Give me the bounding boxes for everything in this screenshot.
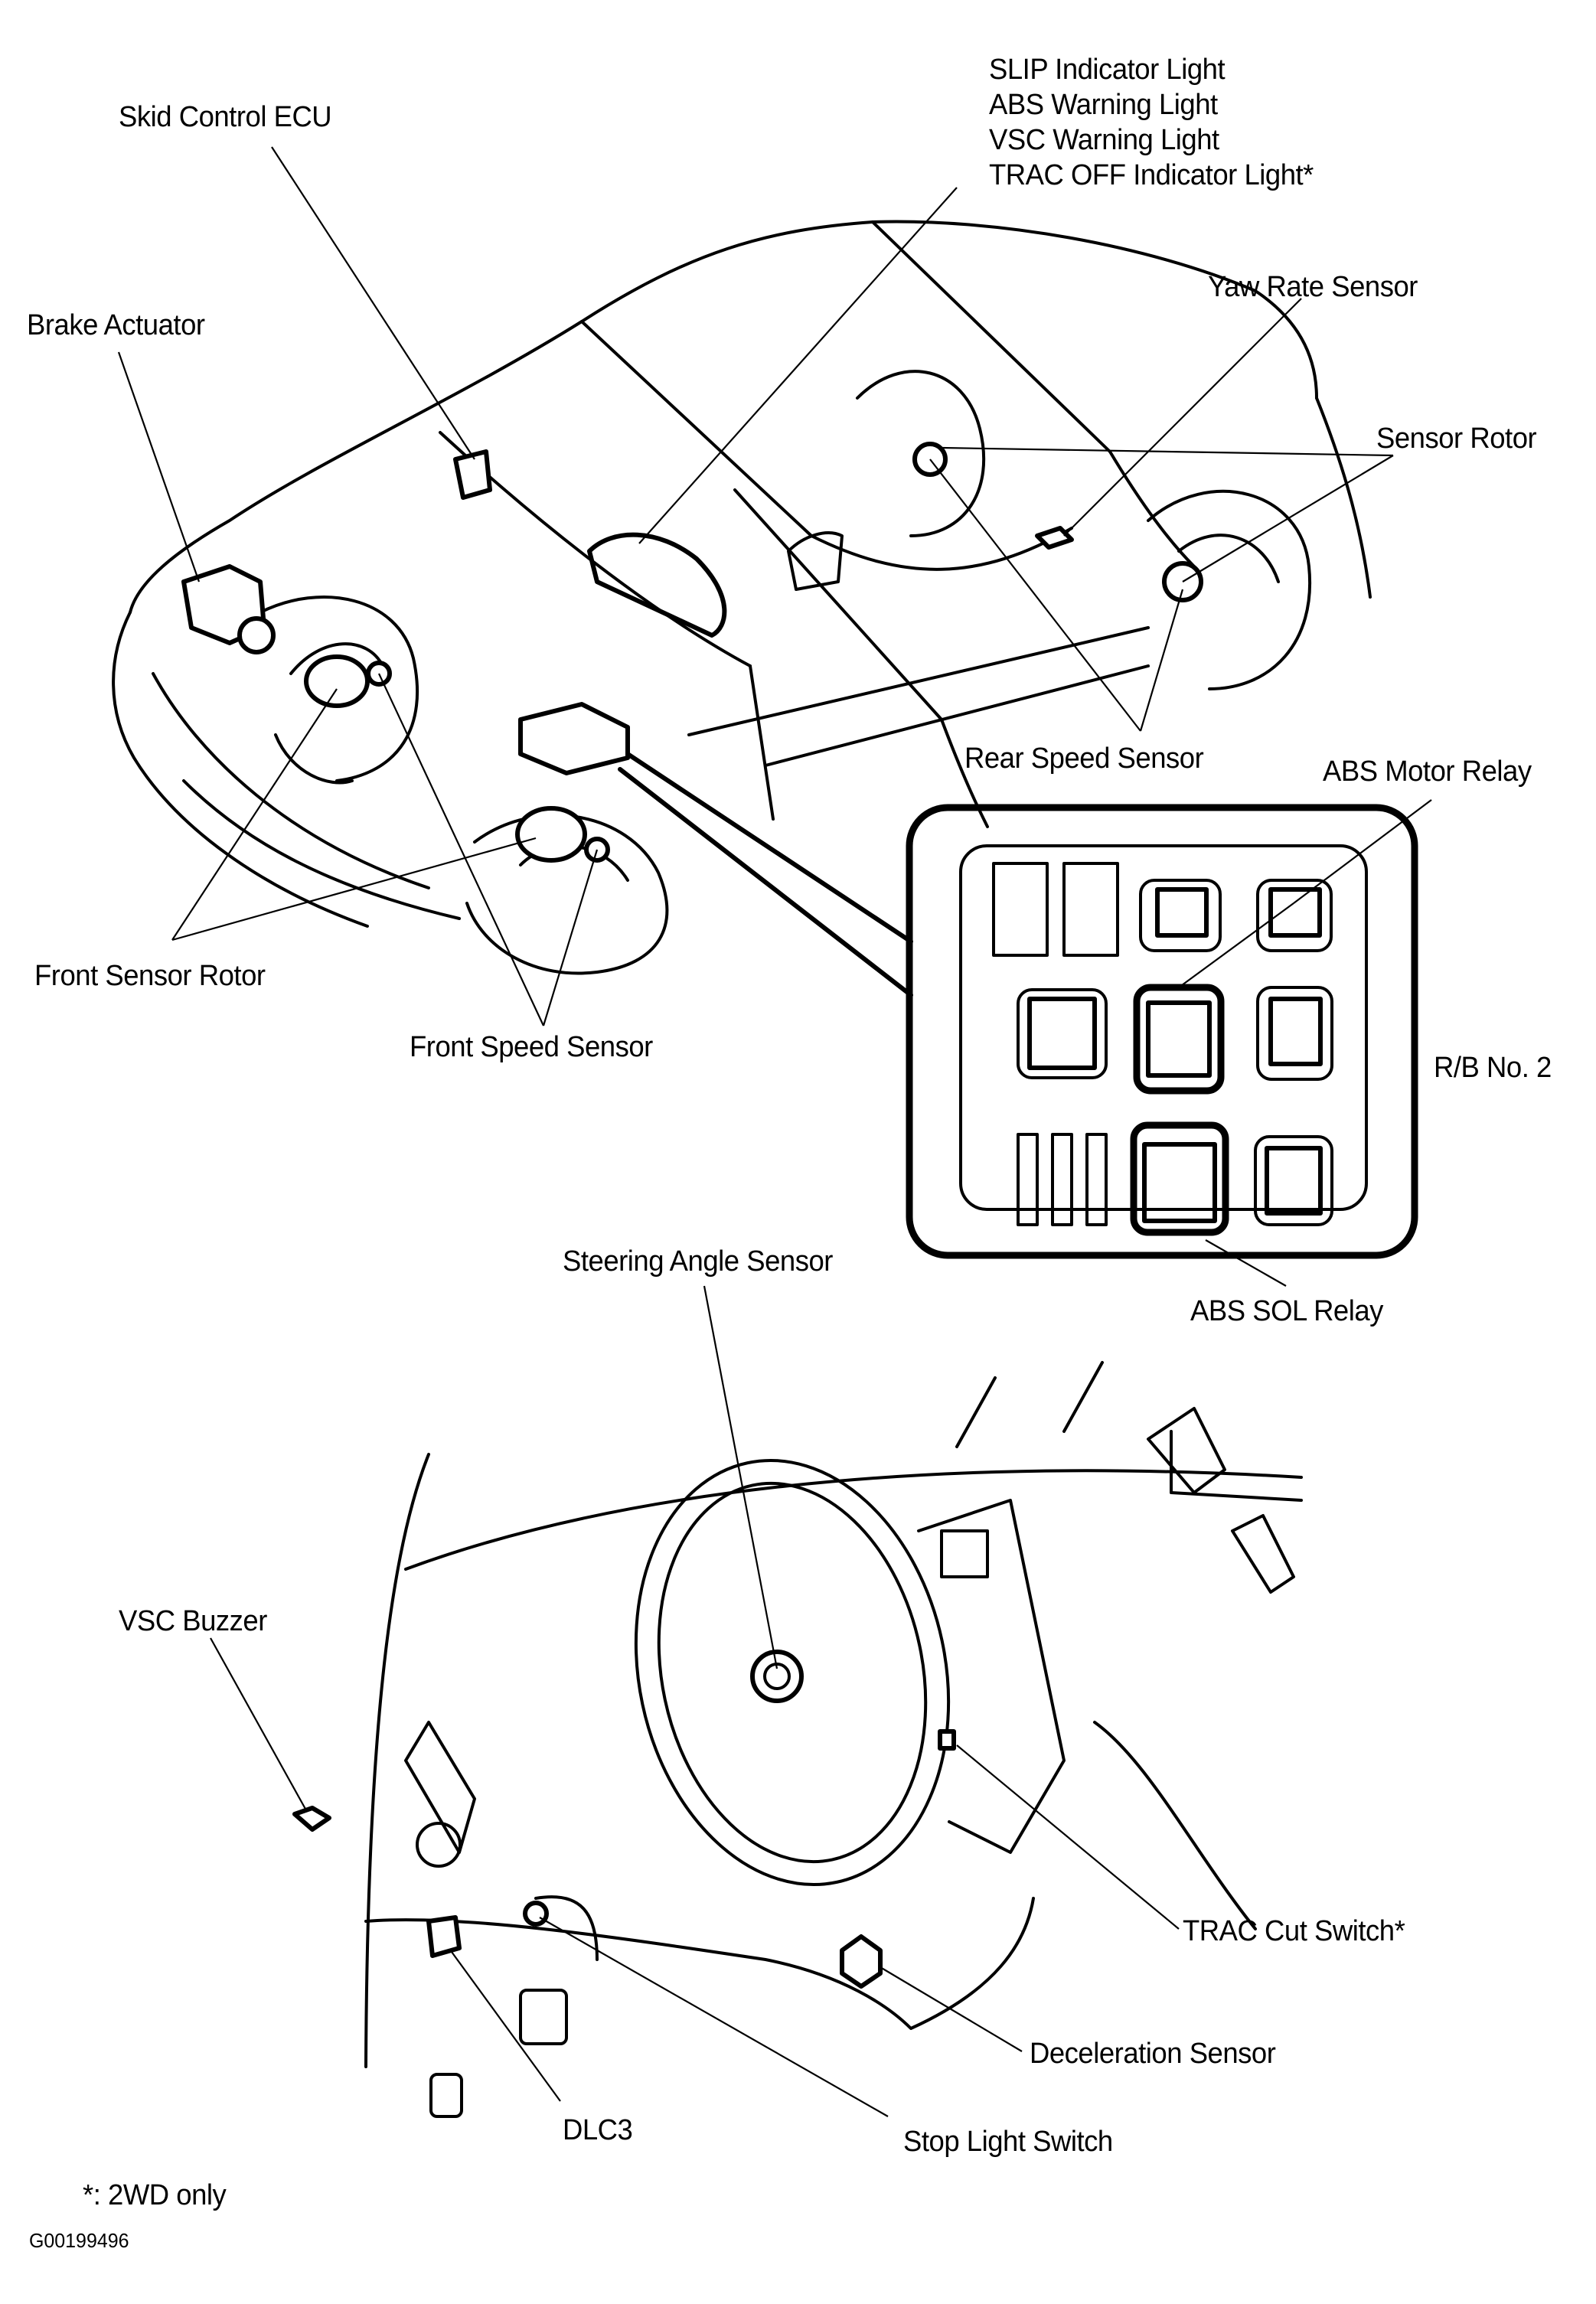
label-front-speed-sensor: Front Speed Sensor: [410, 1031, 653, 1063]
label-yaw-rate-sensor: Yaw Rate Sensor: [1208, 271, 1418, 303]
vsc-buzzer-part: [292, 1806, 331, 1832]
dlc3-part: [426, 1915, 462, 1958]
label-stop-light-switch: Stop Light Switch: [903, 2126, 1113, 2158]
label-indicator-lights: SLIP Indicator Light ABS Warning Light V…: [989, 52, 1314, 193]
label-brake-actuator: Brake Actuator: [27, 309, 205, 341]
label-rb-no2: R/B No. 2: [1434, 1052, 1552, 1084]
dashboard-drawing: [364, 1361, 1303, 2118]
label-vsc-buzzer: VSC Buzzer: [119, 1605, 267, 1637]
label-dlc3: DLC3: [563, 2114, 633, 2146]
label-sensor-rotor: Sensor Rotor: [1376, 423, 1537, 455]
combination-meter-part: [587, 532, 727, 638]
label-skid-control-ecu: Skid Control ECU: [119, 101, 332, 133]
brake-actuator-part: [181, 564, 276, 654]
relay-block-detail: [618, 752, 1418, 1259]
label-vsc-warning-light: VSC Warning Light: [989, 124, 1219, 156]
trac-cut-switch-part: [938, 1729, 956, 1751]
label-abs-sol-relay: ABS SOL Relay: [1190, 1295, 1383, 1327]
relay-block-part: [518, 702, 630, 775]
label-slip-indicator-light: SLIP Indicator Light: [989, 54, 1226, 86]
label-trac-off-indicator-light: TRAC OFF Indicator Light*: [989, 159, 1314, 191]
deceleration-sensor-part: [840, 1934, 883, 1989]
stop-light-switch-part: [523, 1901, 549, 1927]
yaw-rate-sensor-part: [1035, 526, 1074, 550]
footnote: *: 2WD only: [83, 2179, 227, 2211]
label-steering-angle-sensor: Steering Angle Sensor: [563, 1245, 833, 1278]
label-trac-cut-switch: TRAC Cut Switch*: [1183, 1915, 1405, 1947]
label-front-sensor-rotor: Front Sensor Rotor: [34, 960, 266, 992]
figure-id: G00199496: [29, 2229, 129, 2252]
leader-lines: [117, 146, 1432, 2117]
vehicle-body-drawing: [112, 220, 1372, 975]
label-deceleration-sensor: Deceleration Sensor: [1030, 2038, 1276, 2070]
front-speed-sensor-part: [304, 654, 610, 863]
skid-control-ecu-part: [453, 449, 492, 500]
label-abs-warning-light: ABS Warning Light: [989, 89, 1218, 121]
label-rear-speed-sensor: Rear Speed Sensor: [964, 742, 1204, 775]
label-abs-motor-relay: ABS Motor Relay: [1323, 755, 1532, 788]
